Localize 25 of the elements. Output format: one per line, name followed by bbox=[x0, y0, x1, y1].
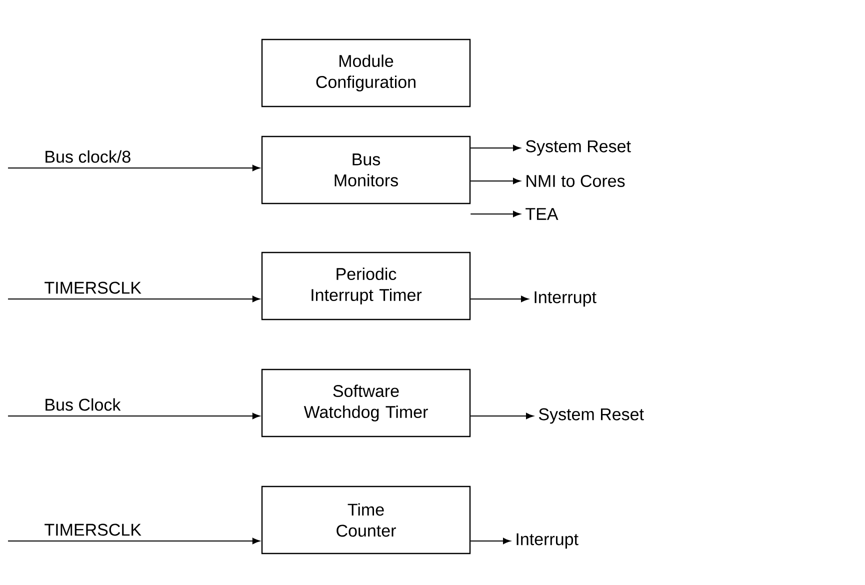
signal-label: System Reset bbox=[538, 408, 644, 424]
edge-label: Bus clock/8 bbox=[46, 150, 130, 163]
arrow bbox=[8, 538, 260, 544]
arrow bbox=[8, 296, 260, 302]
signal-label: System Reset bbox=[526, 140, 631, 156]
block-box: Bus Monitors bbox=[261, 136, 471, 204]
arrow bbox=[470, 296, 529, 302]
arrow bbox=[8, 164, 260, 172]
block-box: Time Counter bbox=[261, 486, 471, 554]
arrow bbox=[470, 538, 510, 544]
edge-label: TIMERSCLK bbox=[44, 282, 142, 294]
edge-label: TIMERSCLK bbox=[44, 524, 142, 536]
signal-label: Interrupt bbox=[516, 533, 578, 549]
signal-label: TEA bbox=[526, 208, 558, 220]
signal-label: Interrupt bbox=[534, 291, 596, 307]
arrow bbox=[470, 144, 520, 152]
block-box: Module Configuration bbox=[261, 38, 471, 108]
block-box: Periodic Interrupt Timer bbox=[261, 252, 471, 320]
block-box: Software Watchdog Timer bbox=[261, 368, 471, 438]
edge-label: Bus Clock bbox=[46, 398, 121, 411]
arrow bbox=[470, 210, 520, 218]
signal-label: NMI to Cores bbox=[526, 174, 625, 187]
arrow bbox=[470, 412, 534, 420]
arrow bbox=[8, 412, 260, 420]
arrow bbox=[470, 178, 520, 184]
